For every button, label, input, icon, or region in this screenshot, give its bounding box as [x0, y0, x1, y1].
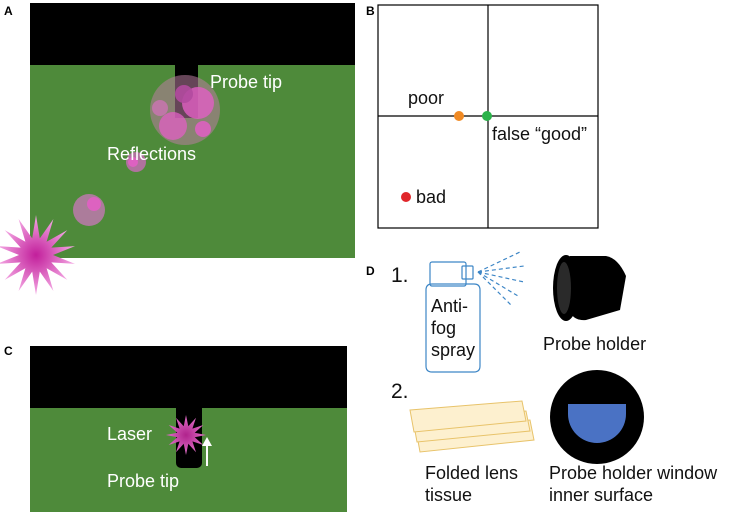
up-arrow-icon	[202, 437, 212, 466]
panel-letter-b: B	[366, 4, 375, 18]
spray-can-icon	[425, 251, 525, 373]
window-icon	[550, 370, 644, 464]
panel-d: D 1. 2. Anti- fog spray Probe holder	[366, 251, 722, 505]
probe-tip-label-c: Probe tip	[107, 471, 179, 491]
panel-b: B poor false “good” bad	[366, 4, 599, 229]
panel-letter-a: A	[4, 4, 13, 18]
reflections	[73, 75, 220, 226]
panel-letter-c: C	[4, 344, 13, 358]
step-2-number: 2.	[391, 380, 409, 403]
point-poor	[454, 111, 464, 121]
probe-holder-label: Probe holder	[543, 334, 646, 354]
label-false-good: false “good”	[492, 124, 587, 144]
laser-label-c: Laser	[107, 424, 152, 444]
laser-label-a: Laser	[73, 261, 118, 281]
tissue-label: Folded lens tissue	[425, 463, 523, 505]
probe-holder-icon	[553, 255, 626, 321]
probe-body-c	[30, 346, 347, 408]
panel-a: A Probe tip Reflections Laser	[0, 3, 355, 295]
point-false-good	[482, 111, 492, 121]
window-label-line-1: Probe holder window	[549, 463, 718, 483]
spray-label-line-2: fog	[431, 318, 456, 338]
laser-burst-c	[166, 415, 206, 455]
spray-label-line-1: Anti-	[431, 296, 468, 316]
lens-tissue-icon	[409, 400, 535, 453]
tissue-label-line-2: tissue	[425, 485, 472, 505]
panel-letter-d: D	[366, 264, 375, 278]
probe-tip-label-a: Probe tip	[210, 72, 282, 92]
label-poor: poor	[408, 88, 444, 108]
step-1-number: 1.	[391, 264, 409, 287]
panel-c: C Laser Probe tip	[4, 344, 347, 512]
window-label: Probe holder window inner surface	[549, 463, 722, 505]
tissue-label-line-1: Folded lens	[425, 463, 518, 483]
label-bad: bad	[416, 187, 446, 207]
point-bad	[401, 192, 411, 202]
spray-label: Anti- fog spray	[431, 296, 475, 360]
spray-label-line-3: spray	[431, 340, 475, 360]
window-label-line-2: inner surface	[549, 485, 653, 505]
laser-burst-a	[0, 215, 75, 295]
probe-body-a	[30, 3, 355, 65]
reflections-label: Reflections	[107, 144, 196, 164]
